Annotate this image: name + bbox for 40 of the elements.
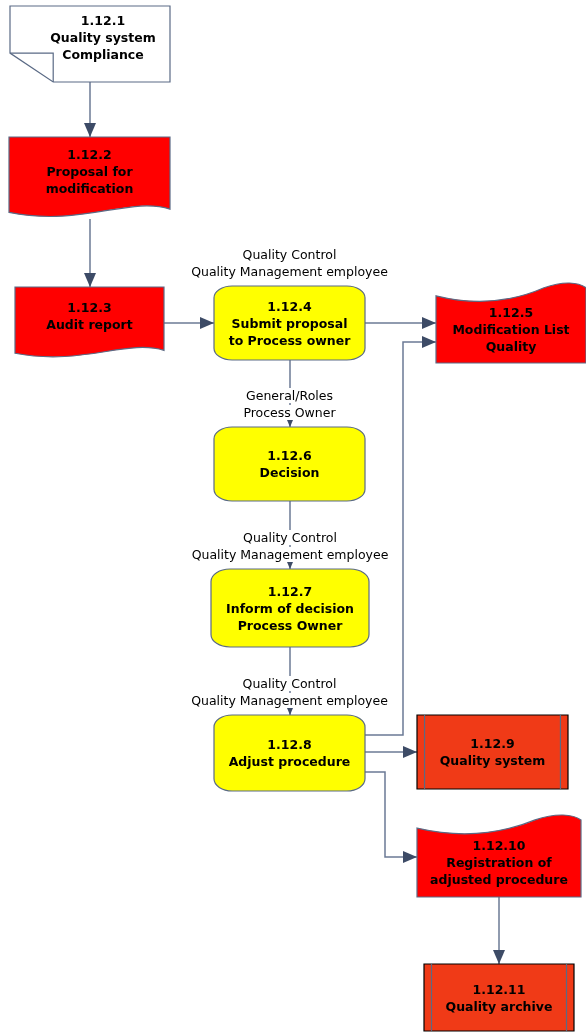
step-number: 1.12.6 [267, 447, 312, 464]
step-number: 1.12.1 [80, 11, 126, 29]
arrow [84, 218, 96, 288]
arrow [84, 81, 96, 138]
step-title: Quality system Compliance [49, 28, 157, 63]
document-shape [15, 287, 164, 359]
role-label: Quality Management employee [191, 547, 389, 562]
step-title: Audit report [46, 316, 133, 333]
arrow [493, 896, 505, 965]
role-label: Quality Control [243, 530, 337, 545]
role-label: Quality Control [242, 676, 337, 691]
role-label: Process Owner [243, 405, 336, 420]
step-title: Quality archive [445, 997, 553, 1015]
document-shape [9, 137, 170, 219]
predefined-process-box [417, 715, 568, 789]
step-number: 1.12.9 [470, 735, 515, 752]
step-title: Adjust procedure [228, 753, 351, 770]
step-number: 1.12.2 [67, 145, 112, 163]
role-label: Quality Control [242, 247, 337, 262]
step-number: 1.12.8 [267, 736, 312, 753]
step-title: Registration of adjusted procedure [429, 853, 569, 888]
role-label: General/Roles [246, 388, 333, 403]
step-title: Modification List Quality [451, 320, 571, 355]
step-number: 1.12.10 [472, 836, 526, 854]
tape-shape [436, 283, 586, 363]
tape-shape [417, 815, 581, 897]
step-number: 1.12.7 [267, 582, 313, 600]
predefined-process-box [424, 964, 574, 1031]
note-shape [10, 6, 170, 82]
step-title: Decision [259, 464, 320, 481]
step-title: Proposal for modification [44, 162, 135, 197]
step-title: Inform of decision Process Owner [225, 599, 355, 634]
step-number: 1.12.4 [267, 297, 312, 315]
step-title: Submit proposal to Process owner [227, 314, 352, 349]
step-number: 1.12.3 [67, 299, 112, 316]
step-number: 1.12.11 [472, 980, 526, 998]
step-number: 1.12.5 [488, 303, 534, 321]
role-label: Quality Management employee [191, 693, 388, 708]
role-label: Quality Management employee [191, 264, 388, 279]
step-title: Quality system [439, 752, 546, 769]
